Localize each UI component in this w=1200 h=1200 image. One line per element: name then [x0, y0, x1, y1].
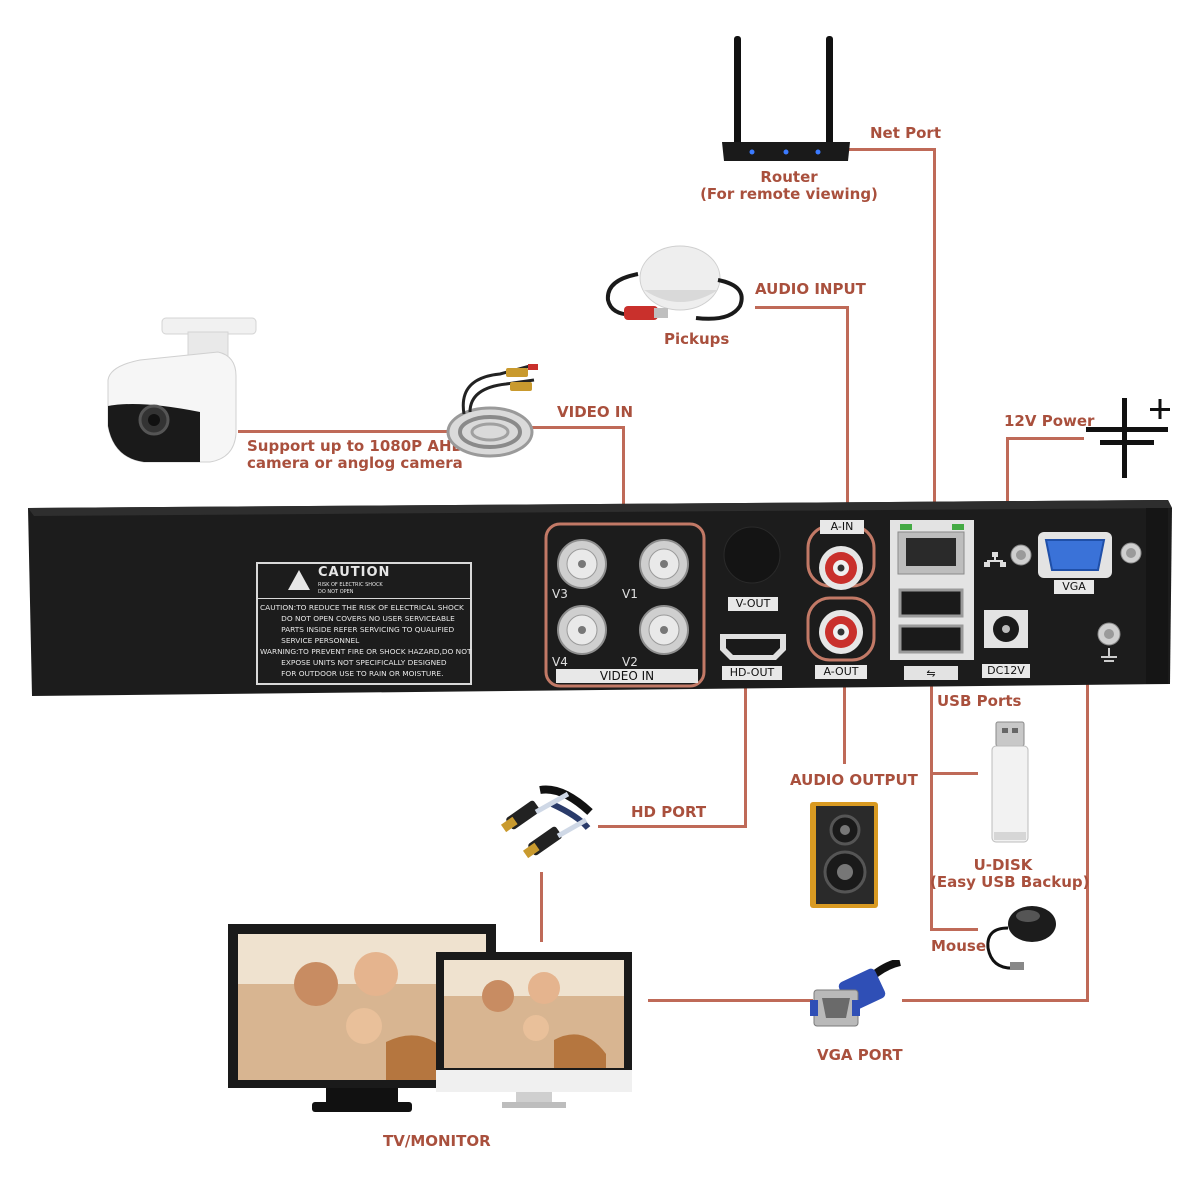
- dc-power-jack: [984, 610, 1028, 648]
- tv-monitor-icon: [228, 924, 632, 1112]
- bnc-connector-v3: [557, 539, 607, 589]
- mouse-icon: [986, 906, 1056, 970]
- channel-v1: V1: [622, 587, 638, 601]
- video-in-line-v: [622, 426, 625, 526]
- audio-input-label: AUDIO INPUT: [755, 280, 866, 298]
- rca-audio-in-port: [819, 546, 863, 590]
- caution-title: CAUTION: [318, 565, 391, 580]
- network-usb-block: ⇋: [890, 520, 974, 680]
- vga-panel-label: VGA: [1054, 580, 1094, 594]
- net-port-label: Net Port: [870, 124, 941, 142]
- video-in-line-h: [530, 426, 625, 429]
- caution-text: CAUTION:TO REDUCE THE RISK OF ELECTRICAL…: [260, 603, 472, 678]
- v-out-label: V-OUT: [728, 597, 778, 611]
- vga-line-h-right: [902, 999, 1089, 1002]
- video-in-label: VIDEO IN: [557, 403, 633, 421]
- hdmi-cable-icon: [500, 785, 593, 859]
- video-in-panel-label: VIDEO IN: [556, 669, 698, 683]
- dvr-rear-panel: [28, 500, 1172, 696]
- speaker-icon: [810, 802, 878, 908]
- net-port-line-v: [933, 148, 936, 530]
- udisk-note: (Easy USB Backup): [930, 873, 1090, 891]
- usb-ports-label: USB Ports: [937, 692, 1022, 710]
- svg-text:⇋: ⇋: [926, 667, 935, 680]
- net-port-line-h: [848, 148, 936, 151]
- router-label: Router: [760, 168, 818, 186]
- audio-input-line-h: [755, 306, 849, 309]
- usb-udisk-line-h: [930, 772, 978, 775]
- network-symbol-icon: [984, 552, 1006, 567]
- usb-flash-drive-icon: [991, 721, 1029, 843]
- rca-audio-out-port: [819, 610, 863, 654]
- screw-right-icon: [1120, 542, 1142, 564]
- hd-port-line-h: [598, 825, 747, 828]
- vga-port-icon: [1038, 532, 1112, 578]
- screw-left-icon: [1010, 544, 1032, 566]
- vga-line-v: [1086, 588, 1089, 1002]
- channel-v3: V3: [552, 587, 568, 601]
- warning-triangle-icon: [288, 570, 310, 590]
- bullet-camera-icon: [107, 317, 257, 463]
- bnc-connector-v4: [557, 605, 607, 655]
- pickup-microphone-icon: [605, 245, 744, 321]
- vga-line-h-left: [648, 999, 813, 1002]
- bnc-connector-v2: [639, 605, 689, 655]
- bnc-cable-icon: [446, 364, 538, 458]
- audio-output-line-v: [843, 668, 846, 764]
- camera-line-h: [238, 430, 450, 433]
- vga-port-label: VGA PORT: [817, 1046, 903, 1064]
- dc12v-label: DC12V: [982, 664, 1030, 678]
- usb-mouse-line-h: [930, 928, 978, 931]
- vga-cable-icon: [810, 960, 901, 1027]
- hd-port-label: HD PORT: [631, 803, 707, 821]
- audio-input-line-v: [846, 306, 849, 528]
- pickups-label: Pickups: [664, 330, 730, 348]
- a-out-label: A-OUT: [815, 665, 867, 679]
- tv-monitor-label: TV/MONITOR: [383, 1132, 491, 1150]
- hd-out-label: HD-OUT: [722, 666, 782, 680]
- channel-v4: V4: [552, 655, 568, 669]
- audio-output-label: AUDIO OUTPUT: [790, 771, 918, 789]
- caution-sub2: DO NOT OPEN: [318, 589, 354, 595]
- hdmi-monitor-line-v: [540, 872, 543, 942]
- camera-support-line2: camera or anglog camera: [247, 454, 463, 472]
- router-icon: [722, 36, 850, 161]
- channel-v2: V2: [622, 655, 638, 669]
- caution-sub1: RISK OF ELECTRIC SHOCK: [318, 582, 383, 588]
- power-12v-label: 12V Power: [1004, 412, 1095, 430]
- a-in-label: A-IN: [820, 520, 864, 534]
- router-note: (For remote viewing): [700, 185, 878, 203]
- camera-support-line1: Support up to 1080P AHD: [247, 437, 464, 455]
- hd-port-line-v: [744, 688, 747, 828]
- mouse-label: Mouse: [931, 937, 987, 955]
- usb-line-v: [930, 625, 933, 930]
- udisk-label: U-DISK: [973, 856, 1033, 874]
- power-line-h: [1006, 437, 1084, 440]
- hdmi-port-icon: [720, 634, 786, 660]
- dc-power-symbol-icon: [1086, 398, 1170, 478]
- bnc-connector-v1: [639, 539, 689, 589]
- ground-screw-icon: [1097, 622, 1121, 662]
- caution-sticker: CAUTION RISK OF ELECTRIC SHOCK DO NOT OP…: [256, 562, 472, 685]
